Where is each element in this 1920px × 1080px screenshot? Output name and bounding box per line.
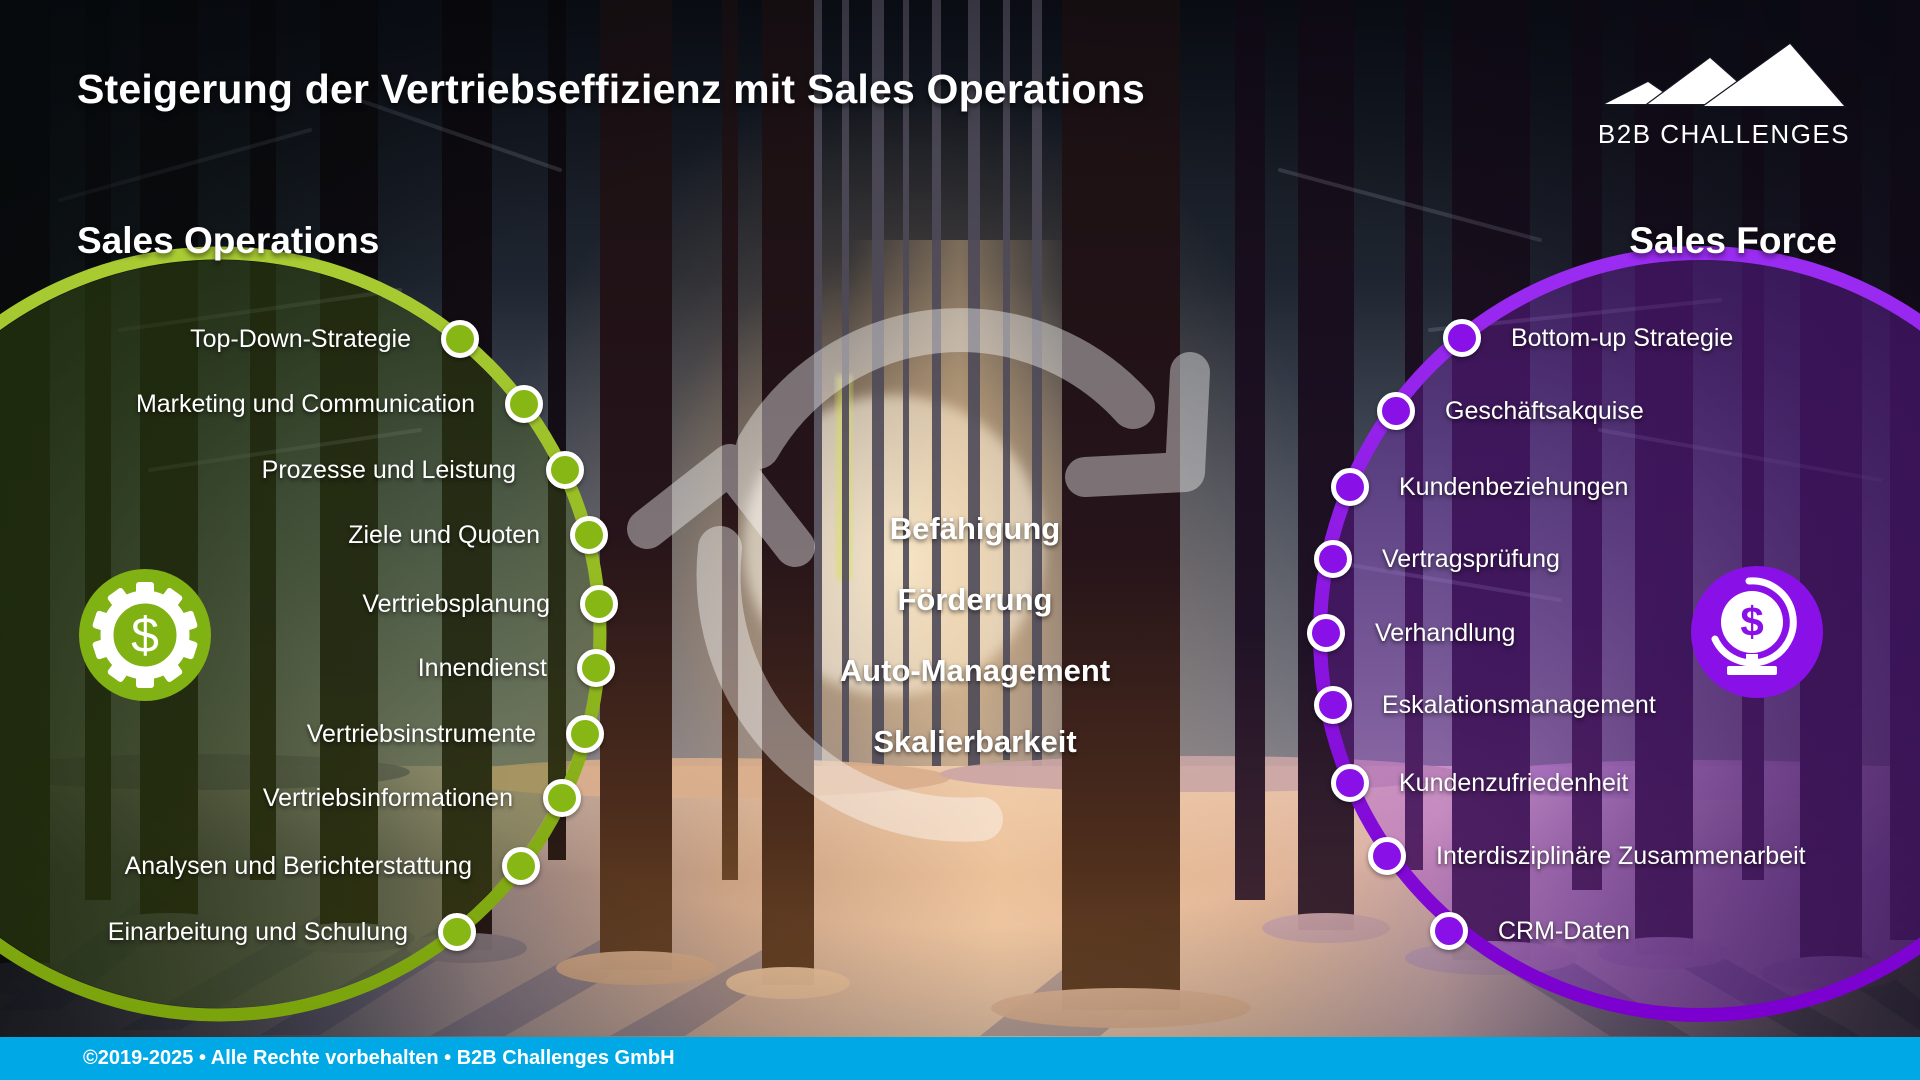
- dollar-symbol: $: [131, 607, 159, 663]
- list-item: Vertriebsinstrumente: [0, 712, 604, 756]
- bullet-dot: [546, 451, 584, 489]
- bullet-dot: [1368, 837, 1406, 875]
- list-item: Eskalationsmanagement: [1314, 683, 1656, 727]
- bullet-dot: [1314, 686, 1352, 724]
- item-label: Analysen und Berichterstattung: [124, 851, 472, 880]
- item-label: Einarbeitung und Schulung: [107, 917, 408, 946]
- list-item: Geschäftsakquise: [1377, 389, 1644, 433]
- list-item: Innendienst: [0, 646, 615, 690]
- list-item: Ziele und Quoten: [0, 513, 608, 557]
- item-label: Vertriebsinformationen: [262, 783, 513, 812]
- item-label: Kundenzufriedenheit: [1399, 768, 1629, 797]
- bullet-dot: [1331, 764, 1369, 802]
- footer-bar: ©2019-2025 • Alle Rechte vorbehalten • B…: [0, 1037, 1920, 1080]
- item-label: Verhandlung: [1375, 618, 1516, 647]
- left-circle-fill: [0, 260, 593, 1008]
- right-circle-heading: Sales Force: [1629, 220, 1837, 261]
- dollar-symbol: $: [1740, 598, 1763, 645]
- brand-name: B2B CHALLENGES: [1598, 119, 1850, 149]
- bullet-dot: [502, 847, 540, 885]
- list-item: Prozesse und Leistung: [0, 448, 584, 492]
- bullet-dot: [1443, 319, 1481, 357]
- item-label: Geschäftsakquise: [1445, 396, 1644, 425]
- bullet-dot: [543, 779, 581, 817]
- bullet-dot: [438, 913, 476, 951]
- mountain-range-icon: [1604, 42, 1847, 108]
- list-item: Interdisziplinäre Zusammenarbeit: [1368, 834, 1806, 878]
- item-label: Vertragsprüfung: [1382, 544, 1560, 573]
- bullet-dot: [1430, 912, 1468, 950]
- item-label: Innendienst: [417, 653, 547, 682]
- bullet-dot: [505, 385, 543, 423]
- item-label: Prozesse und Leistung: [261, 455, 516, 484]
- bullet-dot: [1331, 468, 1369, 506]
- list-item: Vertragsprüfung: [1314, 537, 1560, 581]
- left-circle-heading: Sales Operations: [77, 220, 380, 261]
- item-label: Vertriebsplanung: [362, 589, 550, 618]
- item-label: Eskalationsmanagement: [1382, 690, 1656, 719]
- item-label: Marketing und Communication: [135, 389, 475, 418]
- item-label: Top-Down-Strategie: [190, 324, 411, 353]
- bullet-dot: [1377, 392, 1415, 430]
- bullet-dot: [1307, 614, 1345, 652]
- bullet-dot: [570, 516, 608, 554]
- list-item: Verhandlung: [1307, 611, 1515, 655]
- list-item: Bottom-up Strategie: [1443, 316, 1733, 360]
- page-title: Steigerung der Vertriebseffizienz mit Sa…: [77, 66, 1145, 112]
- center-keywords: Befähigung Förderung Auto-Management Ska…: [655, 493, 1295, 777]
- keyword: Skalierbarkeit: [873, 724, 1077, 759]
- list-item: Marketing und Communication: [0, 382, 543, 426]
- list-item: CRM-Daten: [1430, 909, 1630, 953]
- item-label: Ziele und Quoten: [348, 520, 540, 549]
- item-label: Vertriebsinstrumente: [306, 719, 536, 748]
- keyword: Auto-Management: [839, 653, 1111, 688]
- item-label: CRM-Daten: [1498, 916, 1630, 945]
- globe-dollar-icon: $: [1691, 566, 1823, 698]
- keyword: Befähigung: [889, 511, 1061, 546]
- copyright-text: ©2019-2025 • Alle Rechte vorbehalten • B…: [83, 1047, 675, 1069]
- brand-logo: B2B CHALLENGES: [1598, 42, 1850, 149]
- list-item: Kundenzufriedenheit: [1331, 761, 1628, 805]
- list-item: Analysen und Berichterstattung: [0, 844, 540, 888]
- item-label: Kundenbeziehungen: [1399, 472, 1629, 501]
- keyword: Förderung: [897, 582, 1053, 617]
- list-item: Einarbeitung und Schulung: [0, 910, 476, 954]
- right-circle-fill: [1327, 260, 1920, 1008]
- bullet-dot: [1314, 540, 1352, 578]
- bullet-dot: [580, 585, 618, 623]
- gear-dollar-icon: $: [79, 569, 211, 701]
- item-label: Interdisziplinäre Zusammenarbeit: [1436, 841, 1806, 870]
- list-item: Top-Down-Strategie: [0, 317, 479, 361]
- bullet-dot: [441, 320, 479, 358]
- bullet-dot: [577, 649, 615, 687]
- item-label: Bottom-up Strategie: [1511, 323, 1734, 352]
- bullet-dot: [566, 715, 604, 753]
- list-item: Vertriebsinformationen: [0, 776, 581, 820]
- left-circle-ring: [0, 246, 607, 1022]
- list-item: Kundenbeziehungen: [1331, 465, 1628, 509]
- list-item: Vertriebsplanung: [0, 582, 618, 626]
